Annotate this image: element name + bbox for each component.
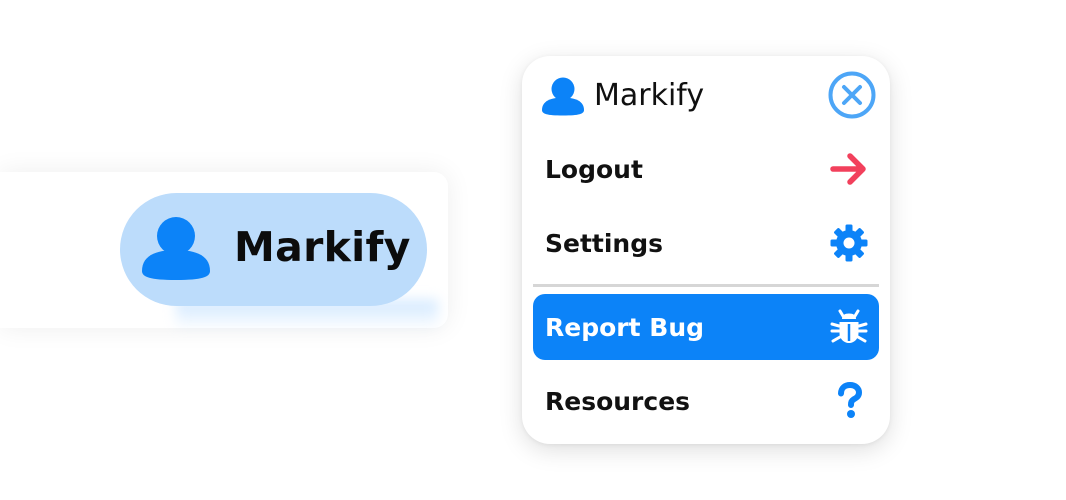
account-chip-label: Markify: [234, 223, 411, 271]
menu-item-label: Report Bug: [545, 313, 705, 342]
account-menu: Markify Logout Settings: [522, 56, 890, 444]
question-icon: [838, 381, 863, 418]
menu-divider: [533, 284, 879, 287]
menu-item-report-bug[interactable]: Report Bug: [533, 294, 879, 360]
menu-item-label: Logout: [545, 155, 643, 184]
menu-item-label: Resources: [545, 387, 691, 416]
gear-icon: [830, 224, 868, 262]
account-chip-button[interactable]: Markify: [120, 193, 427, 306]
user-avatar-icon: [542, 77, 584, 116]
close-icon[interactable]: [827, 70, 877, 120]
menu-header: Markify: [522, 56, 890, 136]
menu-item-logout[interactable]: Logout: [533, 136, 879, 202]
menu-item-resources[interactable]: Resources: [533, 368, 879, 434]
menu-item-settings[interactable]: Settings: [533, 210, 879, 276]
bug-icon: [830, 309, 868, 343]
menu-title: Markify: [594, 78, 705, 113]
user-avatar-icon: [142, 217, 210, 280]
arrow-right-icon: [830, 153, 866, 185]
menu-item-label: Settings: [545, 229, 664, 258]
